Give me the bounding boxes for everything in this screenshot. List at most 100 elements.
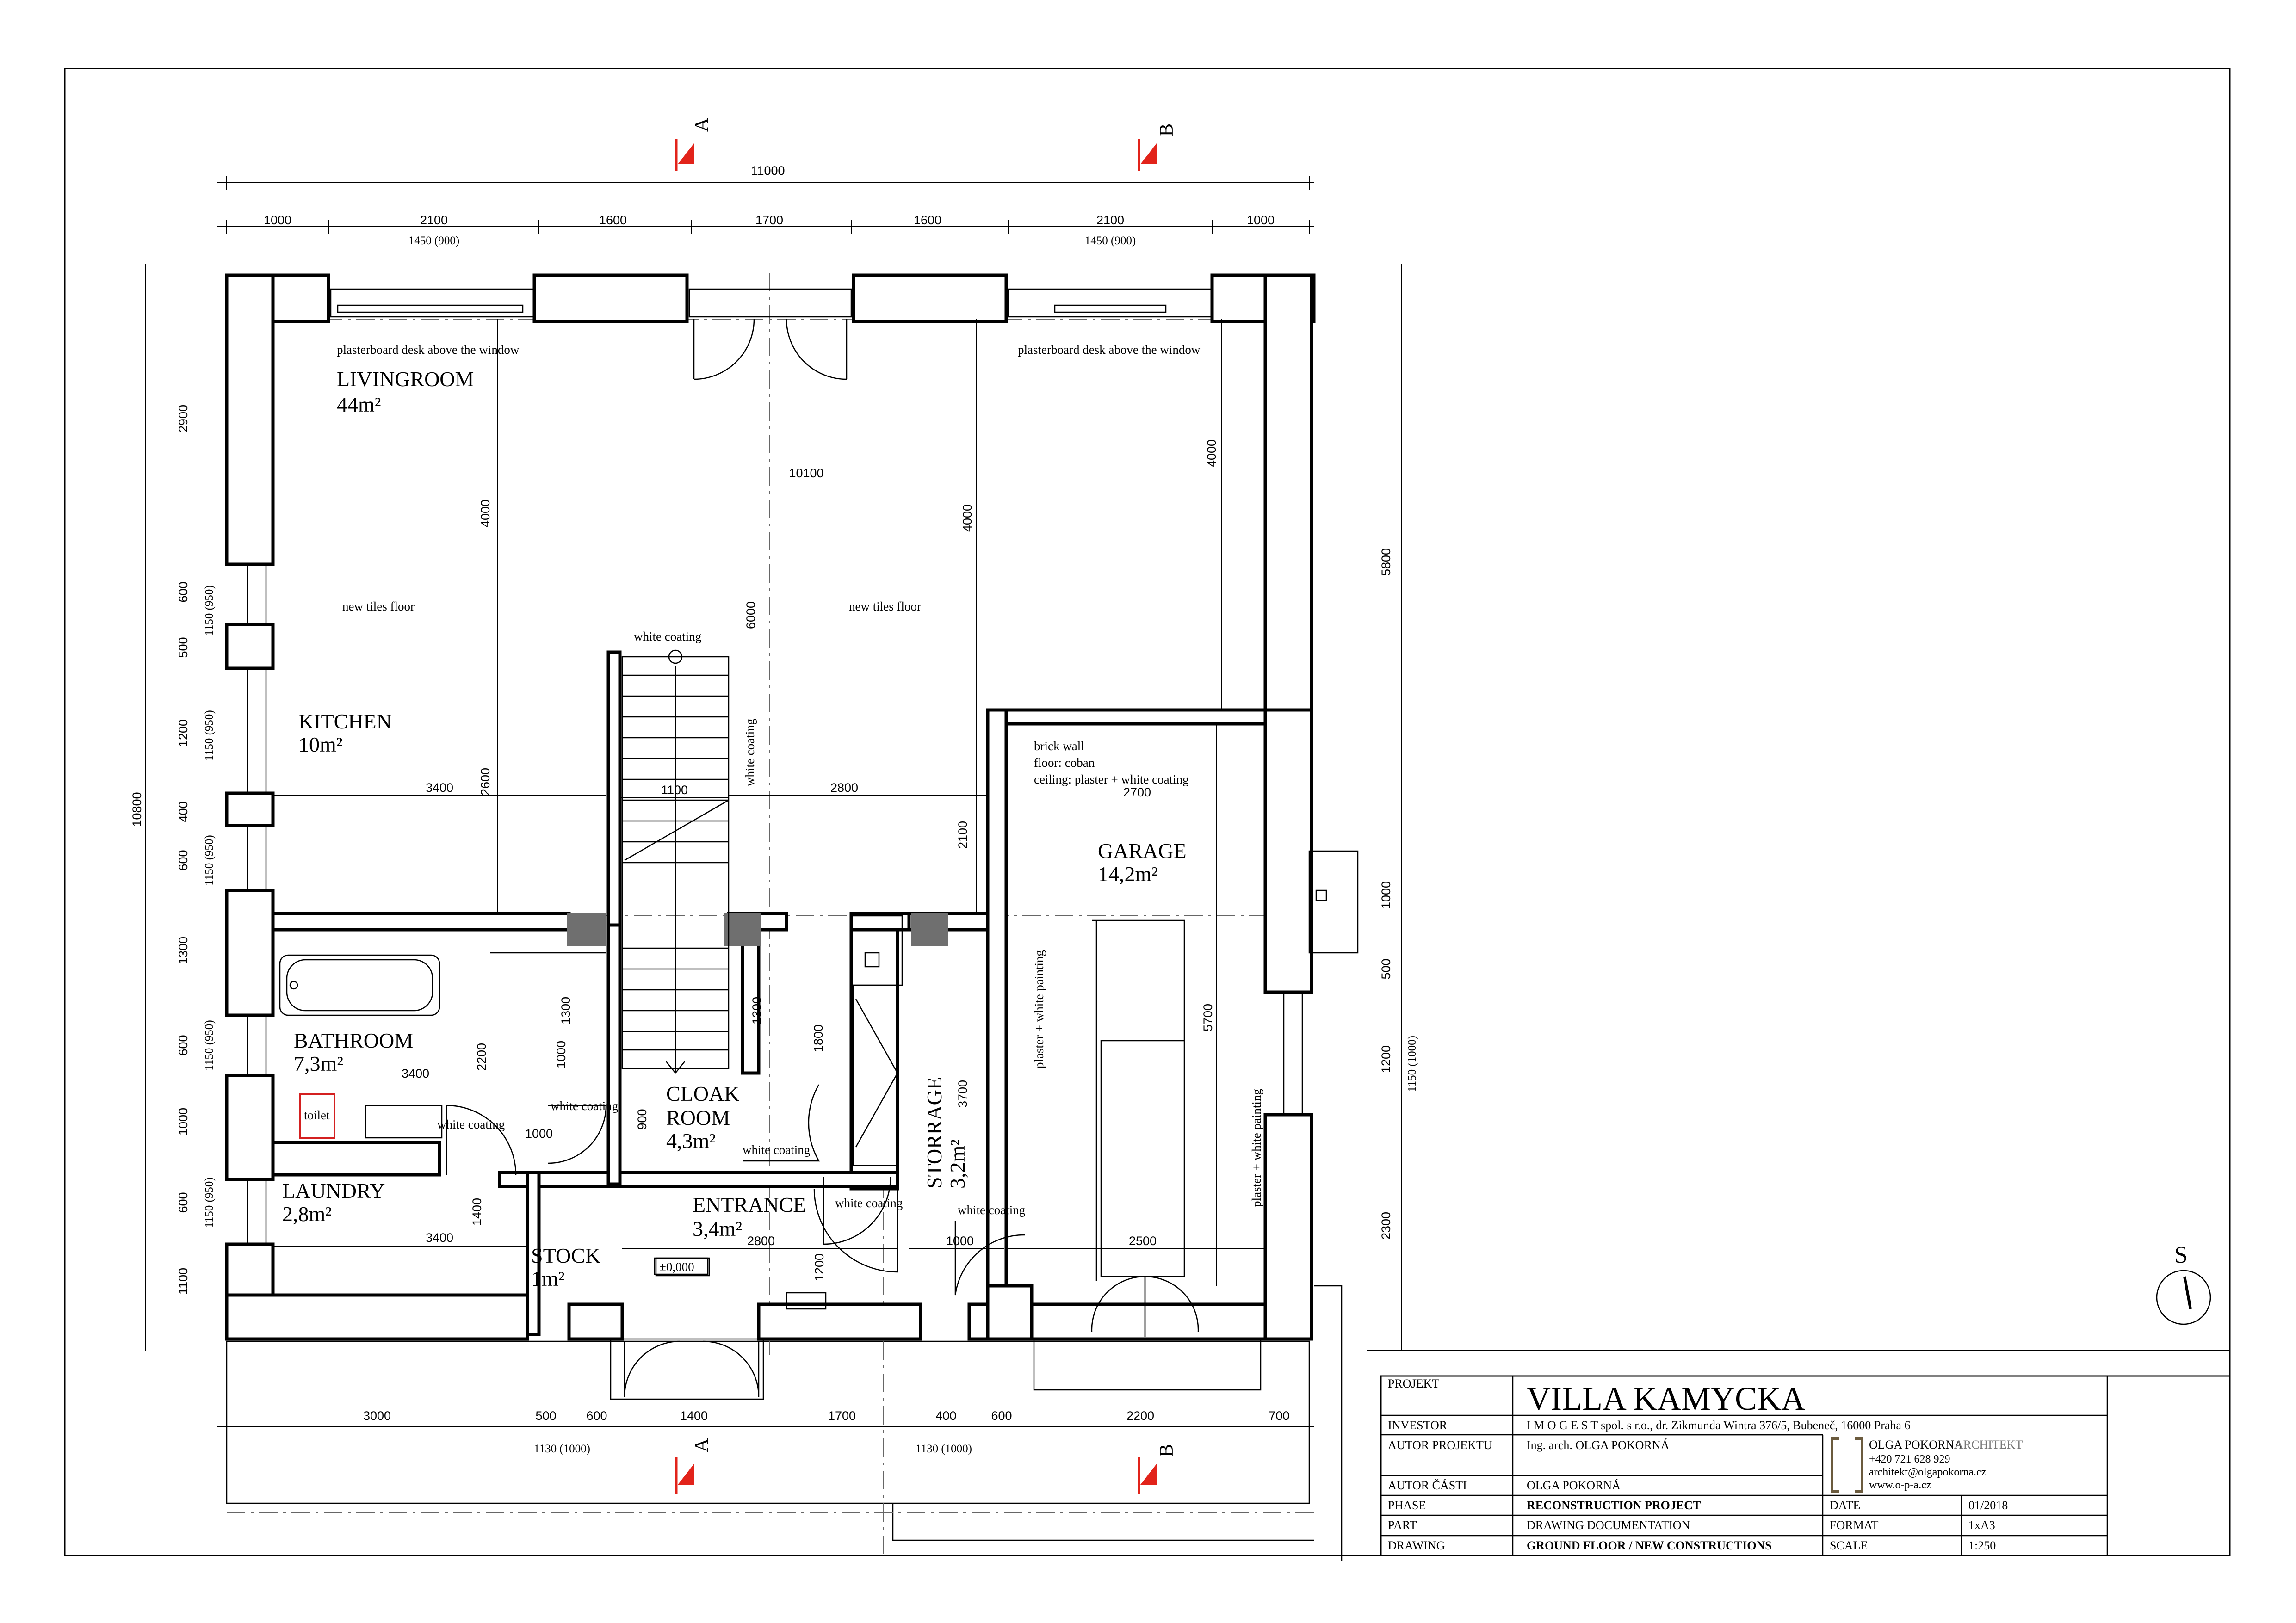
svg-text:2100: 2100 [1096,213,1124,227]
svg-text:PROJEKT: PROJEKT [1388,1377,1439,1390]
note-level: ±0,000 [659,1260,694,1274]
svg-text:DRAWING DOCUMENTATION: DRAWING DOCUMENTATION [1527,1518,1690,1532]
note-ceiling: ceiling: plaster + white coating [1034,772,1189,786]
svg-text:1000: 1000 [176,1108,190,1135]
svg-text:2600: 2600 [478,768,492,796]
dimension-bottom-chain: 3000 500 600 1400 1700 400 600 2200 700 … [217,1409,1314,1455]
svg-text:PART: PART [1388,1518,1417,1532]
svg-text:2800: 2800 [830,781,858,795]
svg-text:1300: 1300 [750,997,764,1024]
interior-doors [446,1084,1025,1400]
dimension-left-overall: 10800 [130,264,146,1351]
svg-text:A: A [691,1438,712,1452]
svg-text:1150 (950): 1150 (950) [203,585,216,636]
svg-text:900: 900 [635,1109,649,1129]
svg-text:1300: 1300 [176,937,190,964]
room-bathroom-area: 7,3m² [294,1052,343,1075]
svg-text:INVESTOR: INVESTOR [1388,1419,1448,1432]
svg-text:5800: 5800 [1379,548,1393,576]
chimney-flue [1315,889,1327,901]
toilet-icon [299,1093,335,1139]
svg-text:11000: 11000 [751,164,785,178]
staircase [621,649,730,1074]
room-cloakroom-name-1: CLOAK [666,1082,739,1105]
svg-text:400: 400 [176,801,190,822]
svg-text:2100: 2100 [420,213,448,227]
svg-text:1000: 1000 [1379,881,1393,909]
svg-text:RECONSTRUCTION PROJECT: RECONSTRUCTION PROJECT [1527,1499,1701,1512]
note-white-coating-d: white coating [835,1196,903,1210]
room-stock-name: STOCK [531,1244,600,1267]
svg-text:I M O G E S T spol. s r.o., dr: I M O G E S T spol. s r.o., dr. Zikmunda… [1527,1419,1910,1432]
svg-text:4000: 4000 [1205,439,1219,467]
bathtub [279,954,440,1016]
svg-text:01/2018: 01/2018 [1968,1499,2008,1512]
svg-text:2700: 2700 [1123,785,1151,799]
svg-text:1100: 1100 [661,783,688,797]
svg-text:S: S [2174,1242,2188,1268]
room-stock-area: 1m² [531,1267,565,1290]
svg-text:Ing. arch. OLGA POKORNÁ: Ing. arch. OLGA POKORNÁ [1527,1438,1670,1452]
garage-door [1091,1276,1199,1337]
svg-text:500: 500 [1379,958,1393,979]
svg-text:1600: 1600 [914,213,941,227]
svg-text:DATE: DATE [1830,1499,1860,1512]
section-marker-a-bottom: A [675,1438,712,1494]
svg-text:1000: 1000 [264,213,291,227]
svg-text:1200: 1200 [1379,1045,1393,1073]
svg-text:1150 (950): 1150 (950) [203,710,216,760]
sink-icon [365,1105,443,1139]
svg-text:3400: 3400 [426,781,453,795]
room-laundry-name: LAUNDRY [282,1179,385,1203]
svg-text:600: 600 [991,1409,1012,1423]
svg-text:A: A [691,117,712,132]
level-box [655,1257,710,1277]
svg-text:4000: 4000 [478,500,492,527]
svg-text:AUTOR ČÁSTI: AUTOR ČÁSTI [1388,1479,1467,1492]
note-plasterboard-left: plasterboard desk above the window [337,343,520,357]
svg-text:2100: 2100 [956,821,970,849]
svg-text:1150 (950): 1150 (950) [203,1020,216,1070]
office-logo [1831,1437,1863,1493]
shaft [850,915,903,1166]
terrace-edge [1314,1285,1343,1561]
note-plasterboard-right: plasterboard desk above the window [1018,343,1201,357]
svg-text:ARCHITEKT: ARCHITEKT [1955,1438,2023,1451]
svg-text:700: 700 [1269,1409,1289,1423]
svg-text:AUTOR PROJEKTU: AUTOR PROJEKTU [1388,1438,1492,1452]
garage-car [1092,919,1185,1281]
left-windows [247,563,267,1245]
sheet-frame [64,68,2231,1556]
svg-text:1000: 1000 [554,1041,568,1068]
note-plaster-painting-right: plaster + white painting [1250,1089,1263,1207]
svg-text:1000: 1000 [525,1127,553,1141]
svg-text:1130 (1000): 1130 (1000) [916,1443,972,1455]
svg-text:6000: 6000 [744,601,758,629]
room-livingroom-area: 44m² [337,393,381,416]
room-bathroom-name: BATHROOM [294,1029,413,1052]
svg-text:1700: 1700 [828,1409,856,1423]
north-arrow-icon: S [2156,1242,2211,1325]
svg-text:3000: 3000 [363,1409,391,1423]
svg-text:1400: 1400 [470,1198,484,1226]
svg-text:2300: 2300 [1379,1212,1393,1240]
svg-text:3400: 3400 [426,1231,453,1245]
svg-text:5700: 5700 [1201,1004,1215,1031]
svg-text:600: 600 [176,1035,190,1055]
svg-text:B: B [1156,1444,1177,1457]
room-kitchen-name: KITCHEN [298,710,392,733]
svg-text:OLGA POKORNA: OLGA POKORNA [1869,1438,1963,1451]
svg-text:1130 (1000): 1130 (1000) [534,1443,590,1455]
svg-text:2200: 2200 [1126,1409,1154,1423]
inner-dimensions: 10100 3400 1100 2800 2700 4000 2600 6000… [273,319,1265,1286]
svg-text:1100: 1100 [176,1268,190,1295]
svg-text:10800: 10800 [130,792,144,827]
room-livingroom-name: LIVINGROOM [337,367,474,391]
section-marker-a-top: A [675,117,712,171]
svg-text:GROUND FLOOR / NEW CONSTRUCTIO: GROUND FLOOR / NEW CONSTRUCTIONS [1527,1539,1772,1552]
svg-text:500: 500 [535,1409,556,1423]
chimney [1308,850,1359,954]
svg-text:1:250: 1:250 [1968,1539,1996,1552]
svg-text:2800: 2800 [747,1234,775,1248]
